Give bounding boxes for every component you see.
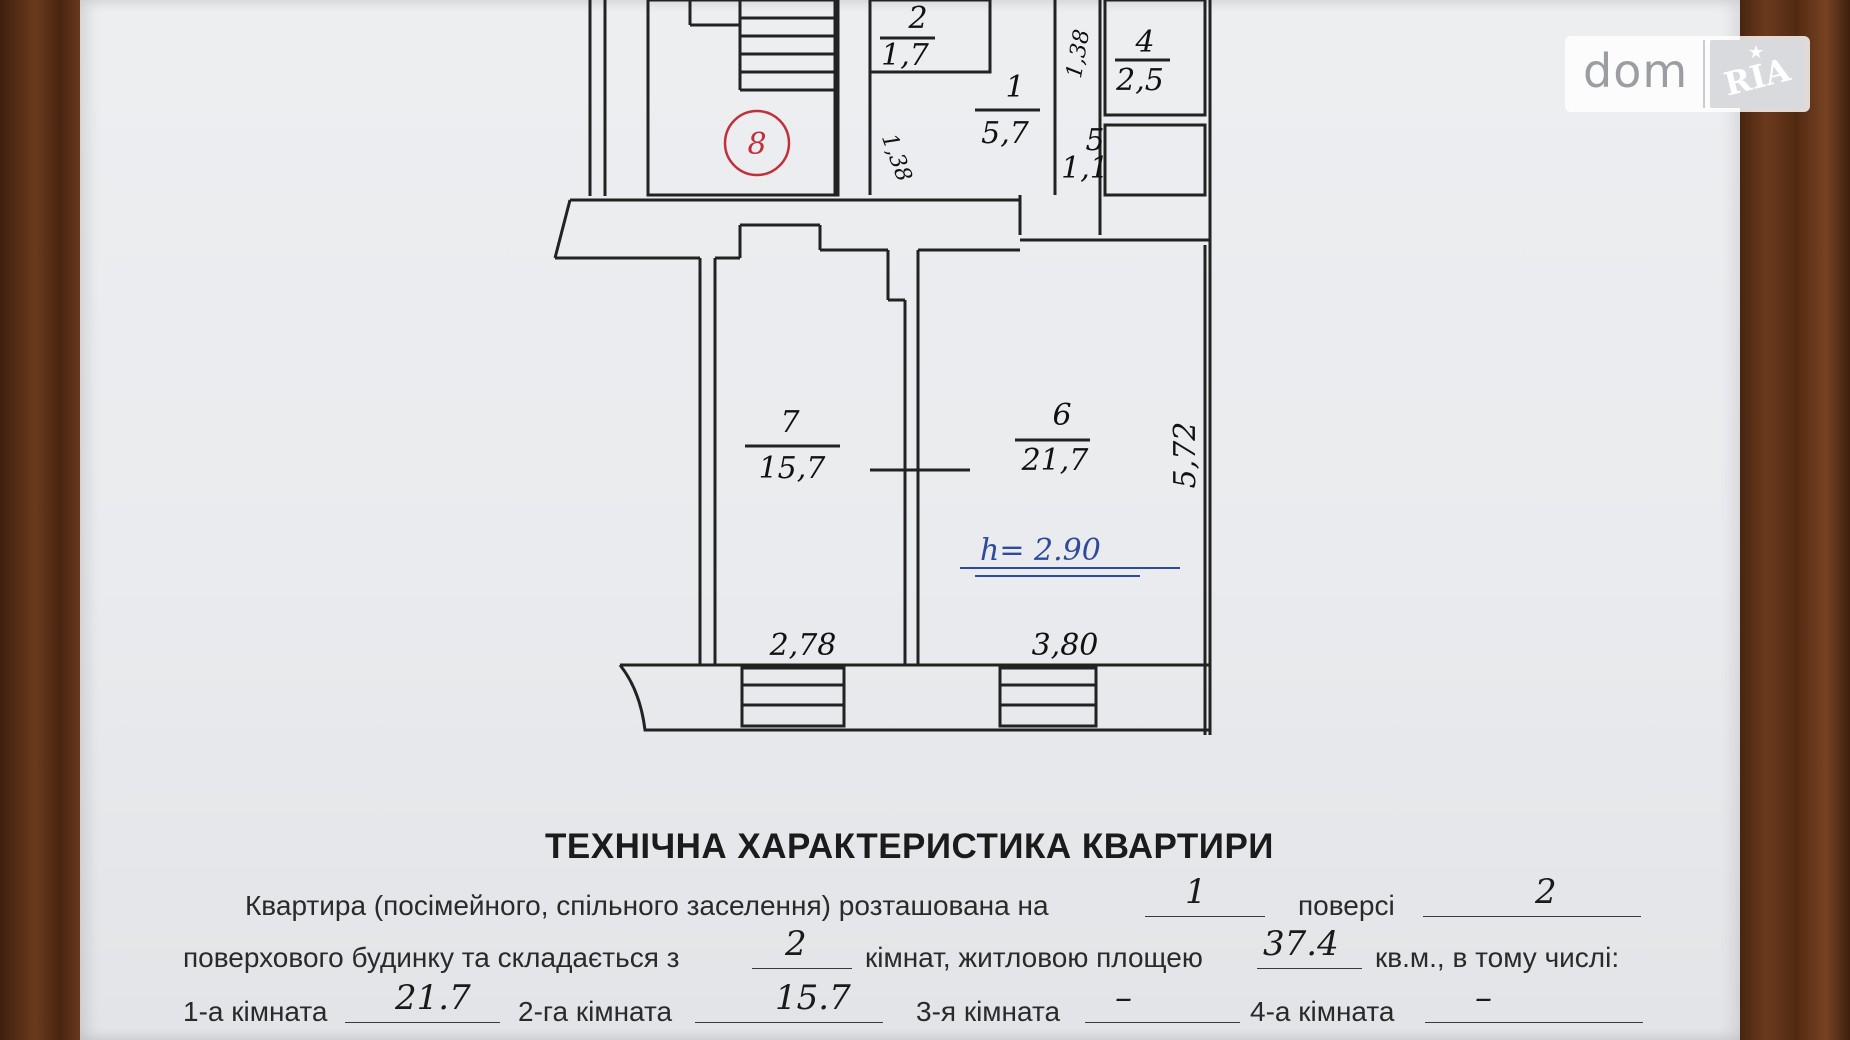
rooms-count-blank (752, 940, 852, 969)
plan-room-5 (1103, 123, 1207, 197)
line1-text-b: поверсі (1298, 890, 1395, 921)
dimension-room6-width: 3,80 (1032, 628, 1099, 663)
room-7-number: 7 (780, 405, 800, 440)
room-4-number: 4 (1134, 25, 1154, 60)
room-4-area: 2,5 (1115, 63, 1164, 98)
room-7-area: 15,7 (759, 451, 827, 486)
watermark-brand: dom (1583, 44, 1689, 98)
room4-label: 4-а кімната (1250, 996, 1395, 1027)
line2-text-c: кв.м., в тому числі: (1375, 942, 1620, 973)
plan-window (998, 666, 1098, 728)
room-5-number: 5 (1085, 123, 1104, 158)
watermark-logo: dom ★ RIA (1565, 36, 1810, 112)
ceiling-height-note: h= 2.90 (980, 533, 1101, 568)
room3-blank (1085, 994, 1240, 1023)
floor-blank (1145, 888, 1265, 917)
apartment-marker-circle (723, 109, 791, 177)
room-6-number: 6 (1052, 398, 1071, 433)
line2-text-a: поверхового будинку та складається з (183, 942, 680, 973)
dimension-room6-depth: 5,72 (1168, 422, 1203, 489)
section-title: ТЕХНІЧНА ХАРАКТЕРИСТИКА КВАРТИРИ (545, 827, 1274, 866)
room-5-area: 1,1 (1061, 151, 1109, 186)
room3-label: 3-я кімната (916, 996, 1061, 1027)
dimension-room7-width: 2,78 (769, 628, 837, 663)
line1-text-a: Квартира (посімейного, спільного заселен… (245, 890, 1049, 921)
plan-wall (553, 199, 572, 259)
room1-label: 1-а кімната (183, 996, 328, 1027)
room3-value: – (1115, 978, 1132, 1018)
room-2-area: 1,7 (881, 38, 930, 73)
plan-wall-bottom (618, 664, 1210, 732)
floor-value: 1 (1185, 872, 1207, 912)
room2-blank (695, 994, 883, 1023)
document-paper (80, 0, 1740, 1040)
wood-background-right (1730, 0, 1850, 1040)
rooms-count-value: 2 (785, 924, 807, 964)
star-icon: ★ (1748, 42, 1765, 62)
room2-label: 2-га кімната (518, 996, 673, 1027)
dimension-top-b: 1,38 (1062, 28, 1095, 81)
room4-blank (1425, 994, 1643, 1023)
plan-room-4 (1103, 0, 1207, 117)
room-1-area: 5,7 (981, 116, 1030, 151)
room4-value: – (1475, 978, 1492, 1018)
room2-value: 15.7 (775, 978, 851, 1018)
living-area-blank (1257, 940, 1362, 969)
plan-stair-hall (646, 0, 840, 197)
room1-value: 21.7 (395, 978, 471, 1018)
living-area-value: 37.4 (1263, 924, 1339, 964)
total-floors-value: 2 (1535, 872, 1557, 912)
line2-text-b: кімнат, житловою площею (865, 942, 1203, 973)
plan-window (740, 666, 846, 728)
room1-blank (345, 994, 500, 1023)
apartment-marker-number: 8 (747, 127, 766, 162)
dimension-top-a: 1,38 (876, 130, 916, 185)
plan-room-2 (868, 0, 992, 74)
room-2-number: 2 (907, 1, 927, 36)
room-1-number: 1 (1005, 70, 1024, 105)
room-6-area: 21,7 (1021, 443, 1090, 478)
total-floors-blank (1423, 888, 1641, 917)
